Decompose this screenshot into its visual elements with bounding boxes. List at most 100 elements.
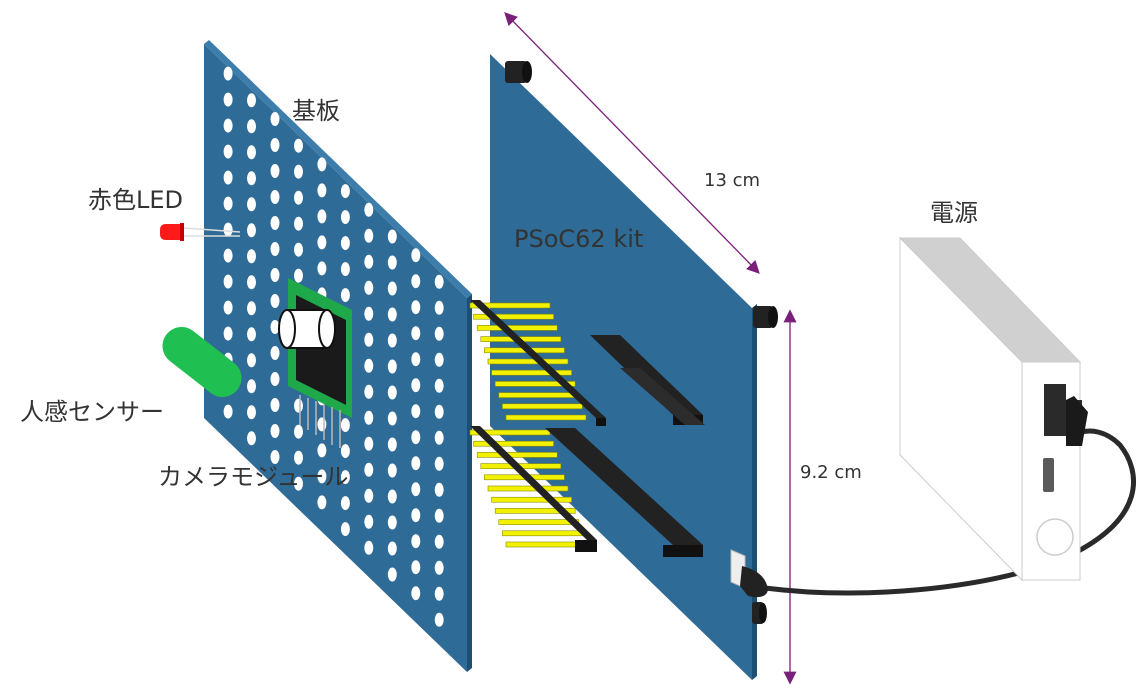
board-hole (434, 326, 444, 341)
board-hole (387, 541, 397, 556)
motion-sensor-icon (162, 326, 242, 398)
board-hole (340, 418, 350, 433)
motion-sensor-label: 人感センサー (20, 398, 164, 426)
header-pin (487, 358, 569, 365)
width-dimension-arrow (504, 12, 760, 274)
board-hole (223, 118, 233, 133)
board-hole (317, 443, 327, 458)
board-hole (317, 209, 327, 224)
board-hole (434, 456, 444, 471)
standoff (753, 306, 778, 328)
board-hole (247, 301, 256, 316)
board-hole (411, 586, 421, 601)
board-hole (247, 119, 256, 134)
header-pin (473, 313, 554, 320)
board-hole (411, 248, 421, 263)
board-hole (411, 560, 421, 575)
board-hole (411, 378, 421, 393)
board-hole (340, 236, 350, 251)
board-hole (223, 404, 233, 419)
red-led-icon (160, 223, 241, 241)
board-hole (270, 320, 280, 334)
header-pin (498, 392, 580, 398)
board-hole (247, 197, 256, 212)
board-hole (387, 385, 397, 400)
red-led-label: 赤色LED (88, 186, 184, 214)
board-hole (340, 522, 350, 537)
board-hole (317, 157, 327, 172)
board-hole (247, 405, 256, 420)
usb-cable (764, 428, 1136, 596)
board-hole (434, 404, 444, 419)
board-hole (223, 326, 233, 341)
board-hole (411, 274, 421, 289)
board-hole (387, 307, 397, 322)
board-hole (223, 274, 233, 289)
board-hole (387, 567, 397, 582)
board-hole (364, 280, 374, 295)
board-hole (247, 379, 256, 394)
camera-lens (278, 309, 336, 349)
psoc-kit-label: PSoC62 kit (514, 225, 644, 253)
header-pin (487, 485, 569, 492)
board-hole (223, 248, 233, 263)
board-hole (411, 326, 421, 341)
board-hole (364, 540, 374, 555)
board-hole (270, 164, 280, 178)
header-pin (491, 369, 572, 376)
board-hole (364, 306, 374, 321)
board-hole (294, 424, 303, 439)
board-hole (434, 378, 444, 393)
standoff (752, 602, 767, 624)
board-hole (270, 294, 280, 308)
board-hole (294, 242, 303, 257)
board-hole (411, 508, 421, 523)
header-pin (494, 508, 576, 514)
board-hole (294, 476, 303, 491)
board-hole (340, 444, 350, 459)
board-hole (340, 470, 350, 485)
board-hole (317, 235, 327, 250)
board-hole (434, 300, 444, 315)
board-hole (317, 469, 327, 484)
board-hole (247, 145, 256, 160)
board-hole (294, 164, 303, 179)
header-bar (470, 300, 606, 426)
board-hole (434, 430, 444, 445)
board-hole (434, 560, 444, 575)
board-hole (270, 424, 280, 438)
board-hole (387, 437, 397, 452)
board-hole (270, 242, 280, 256)
board-hole (247, 223, 256, 238)
board-hole (411, 404, 421, 419)
power-label: 電源 (930, 199, 978, 227)
height-dimension-label: 9.2 cm (800, 462, 862, 483)
board-hole (270, 346, 280, 360)
board-hole (364, 228, 374, 243)
board-hole (223, 222, 233, 237)
board-hole (411, 482, 421, 497)
board-hole (411, 534, 421, 549)
board-hole (387, 255, 397, 270)
header-pin (473, 440, 554, 447)
board-hole (247, 275, 256, 290)
board-hole (434, 612, 444, 627)
header-pin (505, 414, 587, 421)
board-hole (317, 261, 327, 276)
board-hole (411, 456, 421, 471)
header-bar (590, 335, 705, 425)
board-hole (434, 534, 444, 549)
board-hole (434, 274, 444, 289)
board-hole (364, 410, 374, 425)
board-hole (223, 196, 233, 211)
board-hole (364, 436, 374, 451)
board-hole (270, 112, 280, 126)
board-hole (340, 262, 350, 277)
board-hole (411, 352, 421, 367)
camera-module-label: カメラモジュール (158, 463, 349, 491)
header-pin (494, 381, 576, 387)
standoff (505, 61, 532, 83)
board-hole (364, 358, 374, 373)
board-hole (223, 170, 233, 185)
board-hole (411, 430, 421, 445)
